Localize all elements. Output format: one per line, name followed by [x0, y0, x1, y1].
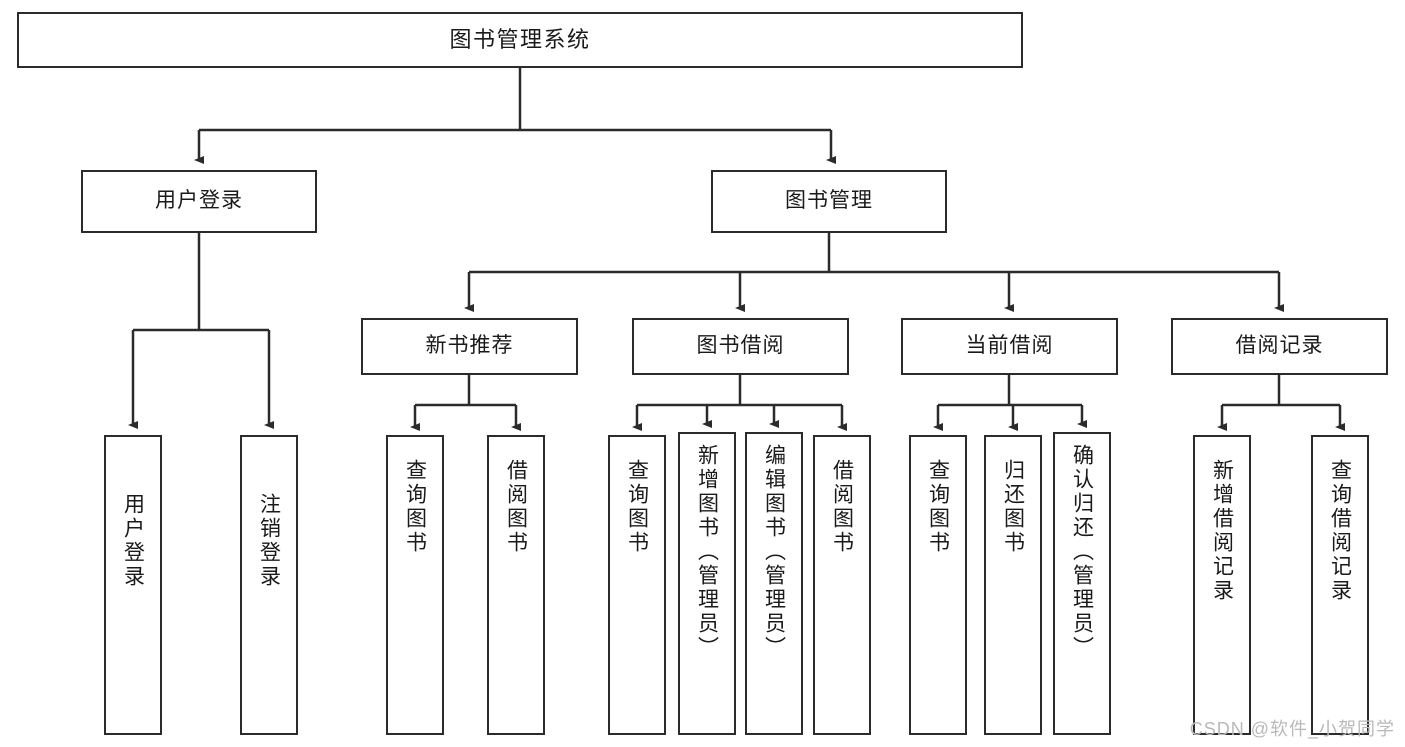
node-label: 注销登录 [257, 493, 281, 589]
node-leaf-edit-book[interactable]: 编辑图书（管理员） [745, 432, 803, 735]
node-label: 当前借阅 [965, 334, 1054, 358]
node-leaf-add-borrow-record[interactable]: 新增借阅记录 [1193, 435, 1251, 735]
node-label: 归还图书 [1001, 459, 1025, 555]
node-label: 图书借阅 [696, 334, 785, 358]
node-leaf-add-book[interactable]: 新增图书（管理员） [678, 432, 736, 735]
node-leaf-return-book[interactable]: 归还图书 [984, 435, 1042, 735]
node-label: 确认归还（管理员） [1070, 444, 1094, 660]
node-label: 编辑图书（管理员） [762, 444, 786, 660]
node-label: 查询借阅记录 [1328, 459, 1352, 603]
node-user-login[interactable]: 用户登录 [81, 170, 317, 233]
node-label: 查询图书 [625, 459, 649, 555]
node-book-borrow[interactable]: 图书借阅 [632, 318, 849, 375]
node-leaf-query-book-recommend[interactable]: 查询图书 [386, 435, 444, 735]
node-label: 新书推荐 [425, 334, 514, 358]
node-label: 借阅图书 [830, 459, 854, 555]
node-label: 查询图书 [403, 459, 427, 555]
node-leaf-logout[interactable]: 注销登录 [240, 435, 298, 735]
node-leaf-user-login[interactable]: 用户登录 [104, 435, 162, 735]
node-leaf-query-book-borrow[interactable]: 查询图书 [608, 435, 666, 735]
node-label: 借阅记录 [1235, 334, 1324, 358]
node-label: 图书管理系统 [449, 27, 591, 53]
node-new-book-recommend[interactable]: 新书推荐 [361, 318, 578, 375]
node-leaf-query-book-current[interactable]: 查询图书 [909, 435, 967, 735]
node-leaf-confirm-return[interactable]: 确认归还（管理员） [1053, 432, 1111, 735]
node-label: 用户登录 [155, 189, 243, 213]
node-label: 借阅图书 [504, 459, 528, 555]
node-borrow-record[interactable]: 借阅记录 [1171, 318, 1388, 375]
node-label: 查询图书 [926, 459, 950, 555]
node-leaf-borrow-book[interactable]: 借阅图书 [813, 435, 871, 735]
node-leaf-query-borrow-record[interactable]: 查询借阅记录 [1311, 435, 1369, 735]
node-label: 新增借阅记录 [1210, 459, 1234, 603]
node-leaf-borrow-book-recommend[interactable]: 借阅图书 [487, 435, 545, 735]
csdn-watermark: CSDN @软件_小贺同学 [1189, 719, 1395, 739]
node-current-borrow[interactable]: 当前借阅 [901, 318, 1118, 375]
node-root-system[interactable]: 图书管理系统 [17, 12, 1023, 68]
node-book-manage[interactable]: 图书管理 [711, 170, 947, 233]
node-label: 图书管理 [785, 189, 873, 213]
node-label: 新增图书（管理员） [695, 444, 719, 660]
node-label: 用户登录 [121, 493, 145, 589]
